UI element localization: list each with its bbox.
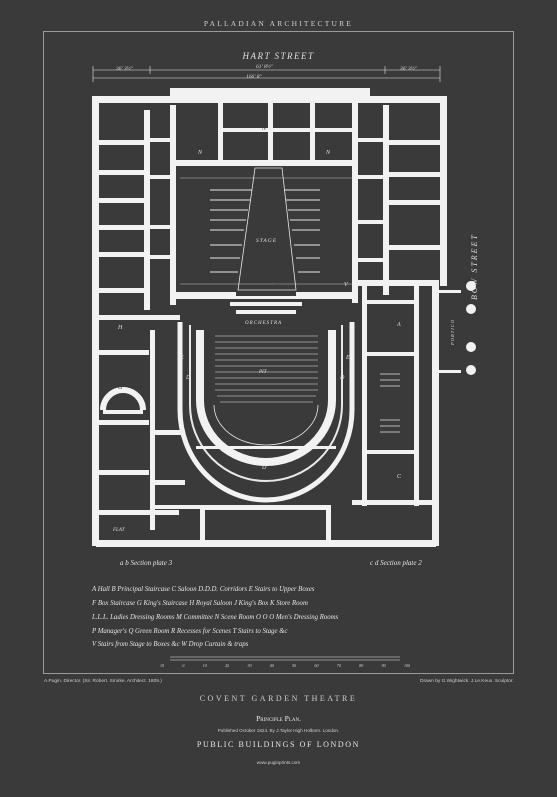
room-n-left: N	[198, 150, 203, 156]
label-gallery-stairs: GALLERY STAIRS	[111, 493, 137, 506]
scale-tick: 20	[225, 663, 230, 668]
label-flat: FLAT	[113, 528, 125, 533]
label-pit: PIT	[259, 370, 267, 375]
scale-ticks: 10 0 10 20 30 40 50 60 70 80 90 100	[160, 663, 410, 668]
room-g: G	[118, 385, 123, 391]
scale-tick: 40	[269, 663, 274, 668]
scale-tick: 50	[292, 663, 297, 668]
room-l-4: L	[116, 238, 120, 244]
room-a: A	[397, 322, 401, 328]
room-o-1: O	[410, 125, 415, 131]
scale-tick: 30	[247, 663, 252, 668]
footer-subtitle: Principle Plan.	[256, 714, 301, 723]
room-c: C	[397, 474, 402, 480]
dim-center: 61' 8½"	[256, 64, 274, 70]
scale-tick: 80	[359, 663, 364, 668]
room-v: V	[344, 282, 348, 288]
scale-tick: 70	[336, 663, 341, 668]
room-l-1: L	[116, 156, 120, 162]
room-h: H	[118, 325, 123, 331]
room-w: W	[275, 284, 281, 290]
label-stage: STAGE	[256, 238, 278, 244]
label-orchestra: ORCHESTRA	[245, 321, 283, 326]
legend-line-3: L.L.L. Ladies Dressing Rooms M Committee…	[92, 614, 339, 621]
legend-line-1: A Hall B Principal Staircase C Saloon D.…	[92, 586, 315, 593]
label-staircases-gallery: STAIRCASES TO GALLERY	[393, 519, 427, 532]
room-k: K	[116, 282, 121, 288]
section-left: a b Section plate 3	[120, 559, 173, 567]
footer-series: PUBLIC BUILDINGS OF LONDON	[196, 740, 361, 749]
dim-right: 36' 3½"	[400, 66, 418, 72]
room-n: N	[262, 126, 267, 132]
room-d-bottom: D	[262, 465, 267, 471]
legend-line-2: F Box Staircase G King's Staircase H Roy…	[92, 600, 308, 607]
footer-title: COVENT GARDEN THEATRE	[199, 694, 358, 703]
scale-tick: 0	[182, 663, 185, 668]
footer-site-link[interactable]: www.puginprints.com	[256, 760, 301, 765]
room-l-3: L	[116, 210, 120, 216]
room-q: Q	[410, 262, 415, 268]
room-e-right: E	[346, 355, 350, 361]
credit-left: A.Pugin. Director. (Sir. Robert. Smirke.…	[44, 679, 162, 684]
section-right: c d Section plate 2	[370, 559, 422, 567]
street-label-top: HART STREET	[242, 51, 315, 61]
dim-left: 36' 3½"	[116, 66, 134, 72]
room-e-left: E	[180, 355, 184, 361]
room-m: M	[112, 125, 118, 131]
room-f: F	[122, 447, 127, 453]
legend-line-5: V Stairs from Stage to Boxes &c W Drop C…	[92, 641, 249, 648]
print-frame	[43, 31, 514, 674]
room-b: B	[397, 407, 402, 413]
room-p: P	[410, 215, 415, 221]
room-d-right: D	[340, 375, 345, 381]
room-o-2: O	[410, 155, 415, 161]
footer-published: Published October 1824. By J.Taylor High…	[217, 728, 340, 733]
label-saloon: SALOON	[250, 525, 277, 531]
legend-line-4: P Manager's Q Green Room R Recesses for …	[92, 628, 288, 635]
credit-right: Drawn by G.Wightwick. J.Le.Keux. Sculpto…	[420, 679, 514, 684]
header-title: PALLADIAN ARCHITECTURE	[203, 19, 354, 28]
dim-overall: 166' 8"	[246, 74, 262, 80]
scale-tick: 10	[160, 663, 164, 668]
scale-tick: 100	[403, 663, 410, 668]
room-d-left: D	[186, 375, 191, 381]
scale-tick: 10	[202, 663, 207, 668]
room-n-right: N	[326, 150, 331, 156]
room-l-2: L	[116, 184, 120, 190]
scale-tick: 90	[381, 663, 386, 668]
scale-tick: 60	[314, 663, 319, 668]
